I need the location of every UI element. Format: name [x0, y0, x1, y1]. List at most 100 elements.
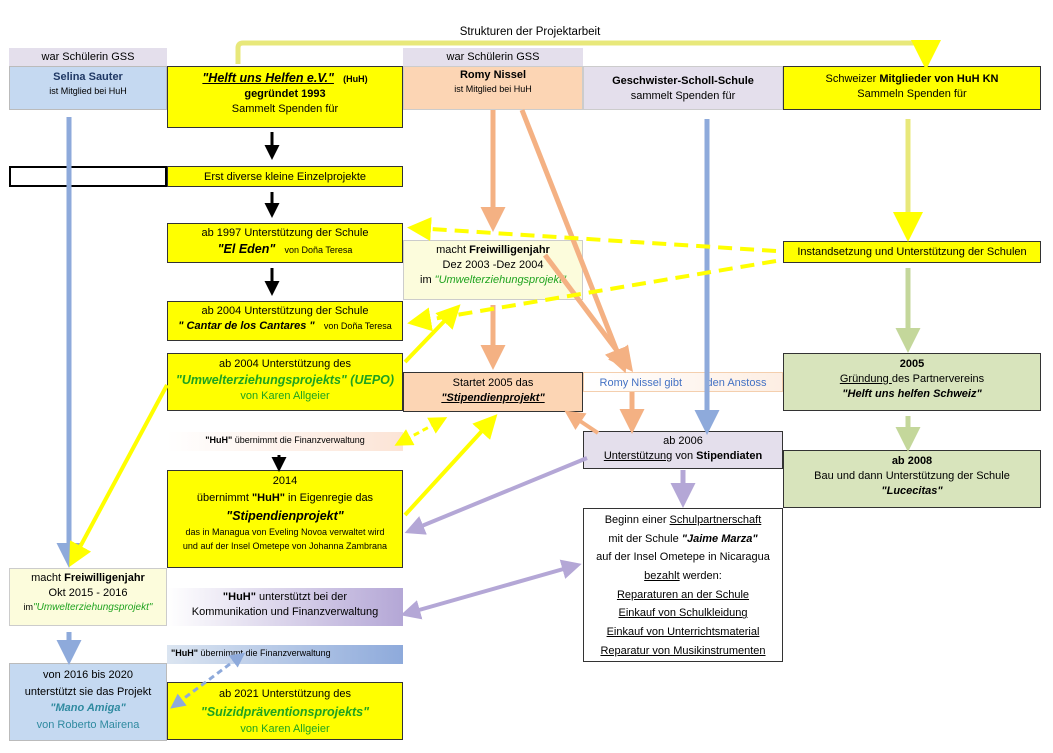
- partnerschaft-item: Reparaturen an der Schule: [616, 588, 750, 601]
- cantar-box: ab 2004 Unterstützung der Schule " Canta…: [167, 301, 403, 341]
- fwj2-pre: macht: [31, 572, 65, 584]
- anstoss-b: den Anstoss: [706, 377, 767, 389]
- partnerverein-year: 2005: [899, 358, 925, 370]
- fwj1-project: "Umwelterziehungsprojekt": [434, 273, 566, 286]
- el-eden-box: ab 1997 Unterstützung der Schule "El Ede…: [167, 223, 403, 263]
- freiwilligenjahr-2015-box: macht Freiwilligenjahr Okt 2015 - 2016 i…: [9, 568, 167, 626]
- gss-sub: sammelt Spenden für: [630, 89, 736, 102]
- suizid-sub: von Karen Allgeier: [240, 723, 330, 736]
- partnerschaft-l2pre: mit der Schule: [608, 532, 682, 545]
- partnerschaft-l3: auf der Insel Ometepe in Nicaragua: [596, 551, 770, 564]
- eigenregie-box: 2014 übernimmt "HuH" in Eigenregie das "…: [167, 470, 403, 568]
- swiss-sub: Sammeln Spenden für: [857, 87, 967, 100]
- partnerschaft-pre: Beginn einer: [604, 514, 670, 526]
- suizid-l1: ab 2021 Unterstützung des: [218, 688, 352, 700]
- swiss-bold: Mitglieder von HuH KN: [879, 73, 999, 85]
- huh-box: "Helft uns Helfen e.V." (HuH) gegründet …: [167, 66, 403, 128]
- finanz2-text: übernimmt die Finanzverwaltung: [198, 648, 331, 658]
- mano-amiga-box: von 2016 bis 2020 unterstützt sie das Pr…: [9, 663, 167, 741]
- einzelprojekte-text: Erst diverse kleine Einzelprojekte: [203, 171, 367, 183]
- startet-name: "Stipendienprojekt": [441, 391, 545, 404]
- startet-l1: Startet 2005 das: [452, 377, 534, 389]
- el-eden-l1: ab 1997 Unterstützung der Schule: [201, 227, 369, 239]
- partnerschaft-u: Schulpartnerschaft: [669, 514, 762, 526]
- diagram-title: Strukturen der Projektarbeit: [459, 26, 601, 38]
- cantar-l1: ab 2004 Unterstützung der Schule: [201, 305, 369, 317]
- fwj1-im: im: [420, 273, 435, 286]
- komm-l2: Kommunikation und Finanzverwaltung: [191, 605, 379, 618]
- gss-name: Geschwister-Scholl-Schule: [612, 75, 754, 87]
- anstoss-a: Romy Nissel gibt: [599, 377, 683, 389]
- stipendiaten-bold: Stipendiaten: [696, 449, 763, 462]
- mano-l1: von 2016 bis 2020: [43, 669, 133, 681]
- anstoss-box: Romy Nissel gibt den Anstoss: [583, 372, 783, 392]
- instandsetzung-box: Instandsetzung und Unterstützung der Sch…: [783, 241, 1041, 263]
- fwj1-dates: Dez 2003 -Dez 2004: [442, 258, 544, 271]
- cantar-sub: von Doña Teresa: [323, 320, 392, 331]
- lucecitas-year: ab 2008: [891, 455, 933, 467]
- fwj1-pre: macht: [436, 244, 470, 256]
- romy-sub: ist Mitglied bei HuH: [454, 83, 532, 94]
- finanzverwaltung-1-box: "HuH" übernimmt die Finanzverwaltung: [167, 432, 403, 451]
- freiwilligenjahr-2003-box: macht Freiwilligenjahr Dez 2003 -Dez 200…: [403, 240, 583, 300]
- el-eden-name: "El Eden": [217, 241, 276, 256]
- lucecitas-name: "Lucecitas": [881, 484, 943, 497]
- fwj2-dates: Okt 2015 - 2016: [48, 586, 128, 599]
- suizid-name: "Suizidpräventionsprojekts": [200, 704, 370, 719]
- gss-box: Geschwister-Scholl-Schule sammelt Spende…: [583, 66, 783, 110]
- partnerschaft-item: Einkauf von Unterrichtsmaterial: [606, 626, 760, 639]
- mano-name: "Mano Amiga": [50, 702, 126, 714]
- mano-sub: von Roberto Mairena: [36, 718, 140, 731]
- selina-box: Selina Sauter ist Mitglied bei HuH: [9, 66, 167, 110]
- uepo-l1: ab 2004 Unterstützung des: [218, 358, 352, 370]
- stipendiaten-mid: von: [672, 449, 697, 462]
- selina-header: war Schülerin GSS: [9, 48, 167, 66]
- romy-header: war Schülerin GSS: [403, 48, 583, 66]
- huh-founded: gegründet 1993: [244, 87, 326, 100]
- huh-sub: Sammelt Spenden für: [231, 102, 339, 115]
- schulpartnerschaft-box: Beginn einer Schulpartnerschaft mit der …: [583, 508, 783, 662]
- lucecitas-l2: Bau und dann Unterstützung der Schule: [814, 469, 1010, 482]
- uepo-sub: von Karen Allgeier: [240, 389, 330, 402]
- partnerverein-box: 2005 Gründung des Partnervereins "Helft …: [783, 353, 1041, 411]
- huh-name: "Helft uns Helfen e.V.": [202, 71, 334, 85]
- partnerschaft-item: Einkauf von Schulkleidung: [618, 607, 748, 620]
- partnerverein-gruendung: Gründung: [839, 372, 892, 385]
- fwj2-im: im: [23, 601, 34, 612]
- finanz2-huh: "HuH": [171, 648, 199, 658]
- empty-cell: [9, 166, 167, 187]
- startet-2005-box: Startet 2005 das "Stipendienprojekt": [403, 372, 583, 412]
- huh-abbr: (HuH): [343, 74, 368, 84]
- eigen-l4: das in Managua von Eveling Novoa verwalt…: [185, 527, 385, 538]
- eigen-pre: übernimmt: [196, 492, 252, 505]
- fwj1-bold: Freiwilligenjahr: [469, 244, 550, 256]
- einzelprojekte-box: Erst diverse kleine Einzelprojekte: [167, 166, 403, 187]
- kommunikation-box: "HuH" unterstützt bei der Kommunikation …: [167, 588, 403, 626]
- partnerschaft-school: "Jaime Marza": [681, 532, 758, 545]
- finanz1-huh: "HuH": [205, 435, 233, 445]
- mano-l2: unterstützt sie das Projekt: [24, 685, 152, 698]
- eigen-post: in Eigenregie das: [285, 492, 374, 505]
- eigen-year: 2014: [272, 475, 298, 487]
- fwj2-bold: Freiwilligenjahr: [64, 572, 145, 584]
- el-eden-sub: von Doña Teresa: [284, 244, 353, 255]
- partnerschaft-bezahlt: bezahlt: [644, 570, 680, 583]
- selina-sub: ist Mitglied bei HuH: [49, 85, 127, 96]
- fwj2-project: "Umwelterziehungsprojekt": [33, 601, 153, 613]
- partnerschaft-l4: werden:: [679, 570, 722, 583]
- instandsetzung-text: Instandsetzung und Unterstützung der Sch…: [797, 246, 1027, 258]
- finanz1-text: übernimmt die Finanzverwaltung: [232, 435, 365, 445]
- lucecitas-box: ab 2008 Bau und dann Unterstützung der S…: [783, 450, 1041, 508]
- finanzverwaltung-2-box: "HuH" übernimmt die Finanzverwaltung: [167, 645, 403, 664]
- partnerschaft-item: Reparatur von Musikinstrumenten: [600, 644, 766, 657]
- stipendiaten-u1: Unterstützung: [603, 449, 673, 462]
- swiss-members-box: Schweizer Mitglieder von HuH KN Sammeln …: [783, 66, 1041, 110]
- stipendiaten-box: ab 2006 Unterstützung von Stipendiaten: [583, 431, 783, 469]
- selina-name: Selina Sauter: [53, 71, 123, 83]
- partnerverein-l2: des Partnervereins: [891, 372, 985, 385]
- partnerverein-name: "Helft uns helfen Schweiz": [842, 387, 982, 400]
- suizidpraevention-box: ab 2021 Unterstützung des "Suizidprävent…: [167, 682, 403, 740]
- stipendiaten-year: ab 2006: [663, 435, 703, 447]
- eigen-l5: und auf der Insel Ometepe von Johanna Za…: [182, 541, 388, 552]
- swiss-pre: Schweizer: [825, 73, 880, 85]
